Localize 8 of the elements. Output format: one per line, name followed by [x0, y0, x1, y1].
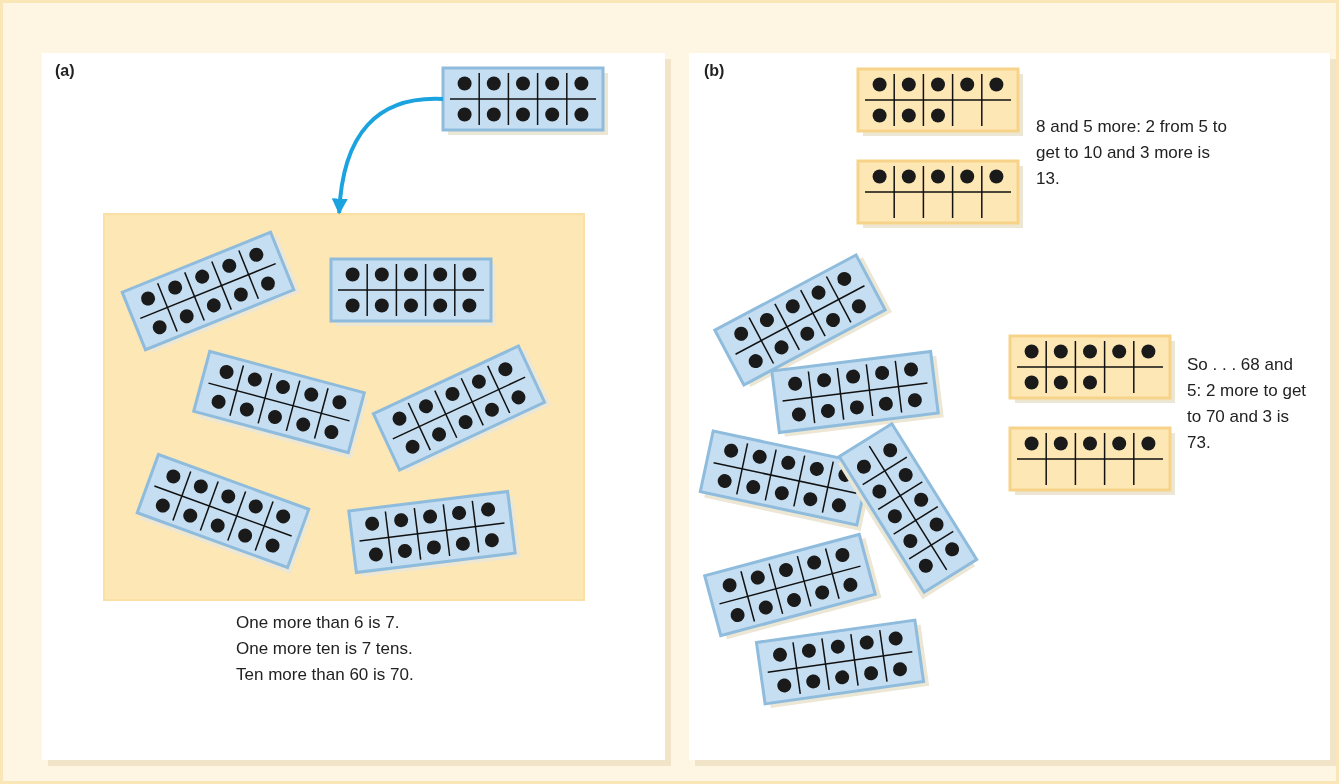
- panel-label: (a): [55, 61, 75, 81]
- panel-label: (b): [704, 61, 725, 81]
- caption-text: One more than 6 is 7.: [236, 612, 400, 634]
- caption-text: One more ten is 7 tens.: [236, 638, 413, 660]
- note-text: 8 and 5 more: 2 from 5 to get to 10 and 3 more is 13.: [1036, 116, 1228, 190]
- curved-arrow: [332, 97, 443, 215]
- note-text: So . . . 68 and 5: 2 more to get to 70 and 3 is 73.: [1187, 354, 1307, 454]
- caption-text: Ten more than 60 is 70.: [236, 664, 414, 686]
